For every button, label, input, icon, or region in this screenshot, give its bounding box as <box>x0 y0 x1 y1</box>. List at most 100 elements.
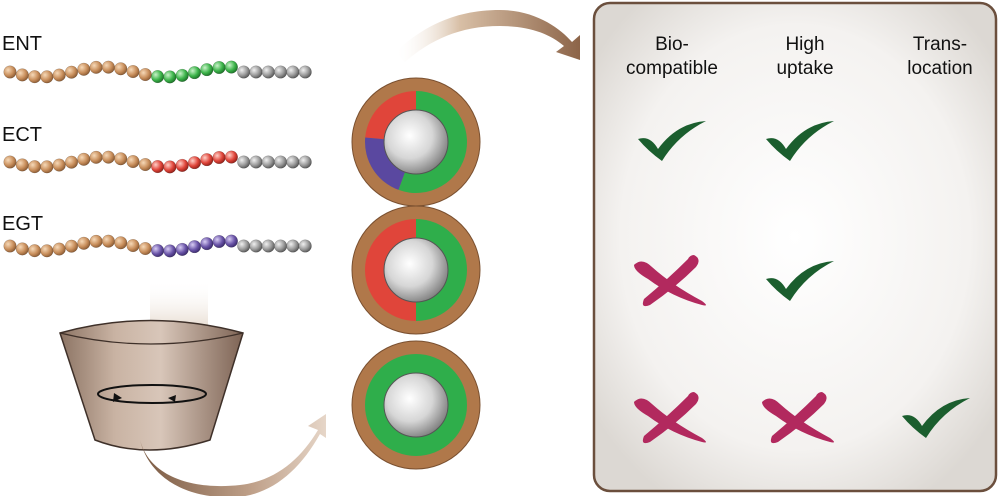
chain-bead <box>64 65 79 79</box>
result-marks <box>634 121 970 444</box>
chain-bead <box>274 239 288 253</box>
chain-bead <box>212 234 226 249</box>
chain-bead <box>175 68 189 82</box>
chain-bead <box>249 65 263 79</box>
chain-bead <box>3 65 17 79</box>
chain-bead <box>89 150 103 164</box>
chain-bead <box>114 62 128 76</box>
nanoparticles <box>351 77 481 470</box>
chain-bead <box>64 155 79 169</box>
chain-bead <box>52 158 66 172</box>
chain-bead <box>151 160 165 174</box>
chain-bead <box>28 70 42 84</box>
chain-bead <box>298 239 312 253</box>
check-mark-icon <box>902 398 970 438</box>
chain-bead <box>200 153 214 167</box>
column-translocation-line2: location <box>907 58 973 79</box>
chain-bead <box>52 68 66 82</box>
arrow-to-particle <box>140 414 326 496</box>
chain-bead <box>175 158 189 172</box>
chain-bead <box>28 244 42 258</box>
chain-bead <box>52 242 66 256</box>
nanoparticle <box>351 77 481 207</box>
chain-bead <box>212 150 226 165</box>
chain-bead <box>126 155 140 169</box>
chain-bead <box>187 156 202 170</box>
chain-bead <box>224 234 238 248</box>
chain-bead <box>224 150 238 164</box>
chain-bead <box>77 152 91 166</box>
column-translocation-line1: Trans- <box>912 34 968 55</box>
chain-bead <box>200 237 214 251</box>
chain-bead <box>28 160 42 174</box>
chain-bead <box>261 239 275 253</box>
chain-bead <box>212 60 226 75</box>
column-high-uptake-line1: High <box>785 34 825 55</box>
rotation-arrow-icon <box>97 384 207 404</box>
chain-bead <box>15 158 29 172</box>
column-high-uptake: High uptake <box>740 33 870 81</box>
chain-label-egt: EGT <box>2 213 44 235</box>
chain-bead <box>200 63 214 77</box>
chain-bead <box>77 236 91 250</box>
chain-bead <box>138 158 152 172</box>
chain-bead <box>40 244 54 258</box>
chain-bead <box>237 239 251 253</box>
chain-bead <box>261 65 275 79</box>
chain-bead <box>101 234 115 248</box>
polymer-chains <box>3 60 312 258</box>
chain-bead <box>187 66 202 80</box>
chain-bead <box>224 60 238 74</box>
chain-bead <box>15 68 29 82</box>
chain-bead <box>249 239 263 253</box>
chain-bead <box>261 155 275 169</box>
chain-bead <box>138 68 152 82</box>
chain-bead <box>274 65 288 79</box>
chain-label-ent: ENT <box>2 33 42 55</box>
chain-bead <box>15 242 29 256</box>
rotor-rim <box>59 332 244 345</box>
chain-bead <box>40 160 54 174</box>
chain-bead <box>187 240 202 254</box>
chain-bead <box>126 239 140 253</box>
column-biocompatible-line2: compatible <box>626 58 718 79</box>
chain-label-ect: ECT <box>2 124 42 146</box>
polymer-chain <box>3 234 312 258</box>
chain-bead <box>3 239 17 253</box>
chain-bead <box>3 155 17 169</box>
cross-mark-icon <box>634 392 706 444</box>
cross-mark-icon <box>762 392 834 444</box>
chain-bead <box>286 239 300 253</box>
chain-bead <box>114 236 128 250</box>
chain-bead <box>101 150 115 164</box>
chain-bead <box>89 234 103 248</box>
check-mark-icon <box>638 121 706 161</box>
chain-bead <box>249 155 263 169</box>
chain-bead <box>114 152 128 166</box>
chain-bead <box>298 65 312 79</box>
chain-bead <box>175 242 189 256</box>
chain-bead <box>40 70 54 84</box>
column-biocompatible-line1: Bio- <box>655 34 689 55</box>
chain-bead <box>163 160 177 174</box>
chain-bead <box>126 65 140 79</box>
chain-bead <box>274 155 288 169</box>
chain-bead <box>151 244 165 258</box>
chain-bead <box>138 242 152 256</box>
chain-bead <box>77 62 91 76</box>
nanoparticle <box>351 340 481 470</box>
chain-bead <box>163 70 177 84</box>
chain-bead <box>286 65 300 79</box>
chain-bead <box>237 65 251 79</box>
cross-mark-icon <box>634 255 706 307</box>
chain-bead <box>298 155 312 169</box>
arrow-to-panel <box>395 10 580 62</box>
chain-bead <box>237 155 251 169</box>
column-biocompatible: Bio- compatible <box>607 33 737 81</box>
chain-bead <box>64 239 79 253</box>
chain-bead <box>151 70 165 84</box>
column-high-uptake-line2: uptake <box>776 58 834 79</box>
chain-bead <box>286 155 300 169</box>
polymer-chain <box>3 60 312 84</box>
